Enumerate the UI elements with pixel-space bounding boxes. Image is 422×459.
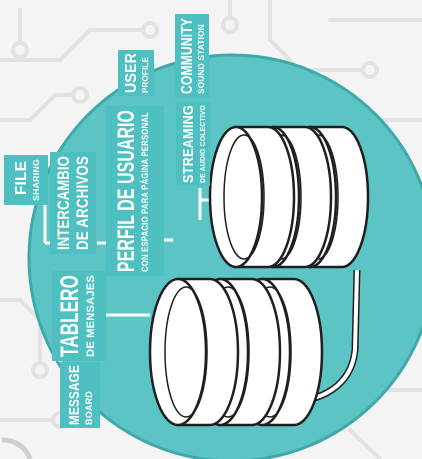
user-sub: PROFILE	[141, 57, 150, 93]
user-main: USER	[123, 53, 140, 93]
streaming-tag: STREAMING DE AUDIO COLECTIVO	[176, 102, 210, 186]
community-sub: SOUND STATION	[197, 24, 206, 94]
file-sub: SHARING	[32, 159, 41, 201]
message-tag: MESSAGE BOARD	[60, 362, 100, 428]
upper-drum-stack	[210, 127, 368, 267]
corner-arc	[2, 440, 30, 459]
community-main: COMMUNITY	[179, 18, 196, 94]
lower-drum-stack	[150, 279, 322, 425]
intercambio-line1: INTERCAMBIO	[54, 156, 73, 250]
streaming-main: STREAMING	[180, 105, 197, 183]
message-main: MESSAGE	[66, 365, 83, 425]
streaming-sub: DE AUDIO COLECTIVO	[198, 105, 207, 183]
tablero-main: TABLERO	[56, 275, 84, 357]
message-sub: BOARD	[84, 391, 94, 425]
perfil-main: PERFIL DE USUARIO	[113, 110, 140, 272]
perfil-tag: PERFIL DE USUARIO CON ESPACIO PARA PÁGIN…	[106, 106, 164, 276]
tablero-tag: TABLERO DE MENSAJES	[52, 271, 106, 361]
tablero-sub: DE MENSAJES	[85, 275, 97, 357]
community-tag: COMMUNITY SOUND STATION	[175, 14, 209, 98]
intercambio-line2: DE ARCHIVOS	[73, 156, 92, 250]
intercambio-tag: INTERCAMBIO DE ARCHIVOS	[50, 152, 96, 254]
file-main: FILE	[13, 161, 30, 195]
perfil-sub: CON ESPACIO PARA PÁGINA PERSONAL	[140, 112, 151, 272]
file-tag: FILE SHARING	[4, 155, 48, 205]
user-tag: USER PROFILE	[118, 50, 154, 96]
